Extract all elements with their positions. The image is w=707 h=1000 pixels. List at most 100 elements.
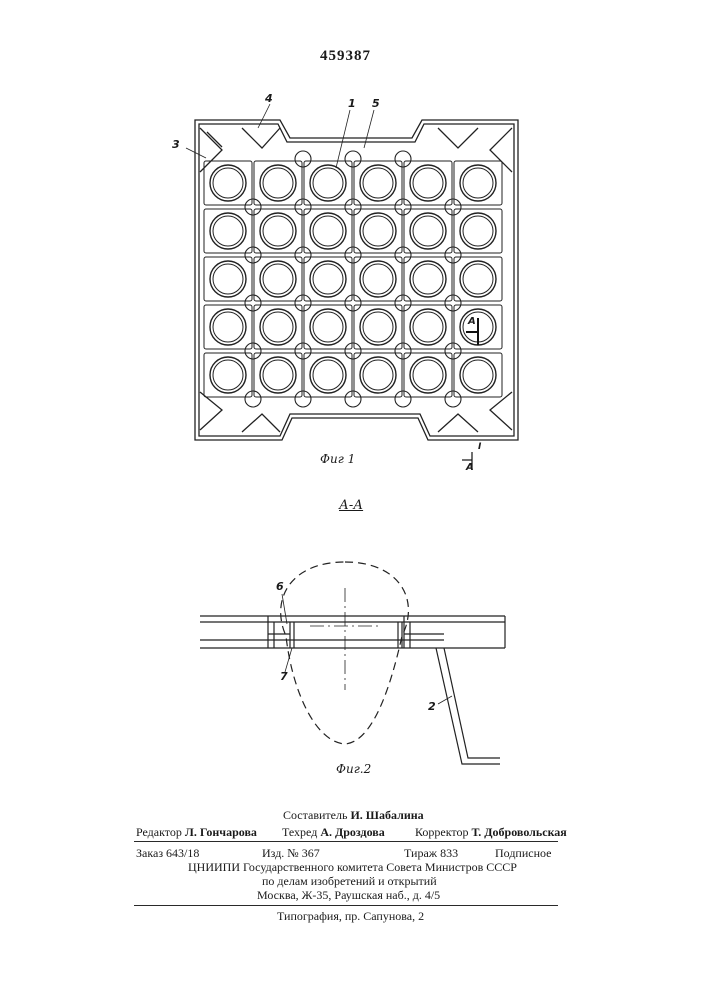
vent-hole — [295, 391, 311, 407]
vent-hole — [395, 343, 411, 359]
org-line-1: ЦНИИПИ Государственного комитета Совета … — [188, 860, 517, 875]
egg-hole-inner — [363, 216, 393, 246]
vent-hole — [295, 247, 311, 263]
vent-hole — [395, 151, 411, 167]
vent-hole — [245, 199, 261, 215]
egg-hole-inner — [263, 216, 293, 246]
egg-hole-inner — [463, 168, 493, 198]
egg-hole-inner — [413, 312, 443, 342]
vent-hole — [345, 151, 361, 167]
label-1: 1 — [348, 97, 356, 110]
cell-grid — [204, 151, 502, 407]
egg-hole-outer — [210, 165, 246, 201]
egg-hole-inner — [213, 168, 243, 198]
org-line-2: по делам изобретений и открытий — [262, 874, 437, 889]
vent-hole — [395, 295, 411, 311]
egg-hole-outer — [410, 165, 446, 201]
edition-number: Изд. № 367 — [262, 846, 320, 861]
leader-1 — [336, 110, 350, 168]
corner-chevron-bl — [200, 392, 280, 432]
egg-hole-outer — [460, 357, 496, 393]
egg-hole-outer — [260, 309, 296, 345]
editor-name: Л. Гончарова — [185, 825, 257, 839]
egg-hole-outer — [360, 165, 396, 201]
vent-hole — [445, 295, 461, 311]
vent-hole — [345, 199, 361, 215]
footer-divider-bottom — [134, 905, 558, 906]
egg-hole-inner — [263, 360, 293, 390]
vent-hole — [295, 151, 311, 167]
vent-hole — [245, 247, 261, 263]
egg-hole-inner — [363, 168, 393, 198]
egg-hole-inner — [463, 360, 493, 390]
printer-line: Типография, пр. Сапунова, 2 — [277, 909, 424, 924]
egg-hole-inner — [213, 216, 243, 246]
egg-hole-outer — [310, 213, 346, 249]
vent-hole — [295, 199, 311, 215]
egg-hole-inner — [213, 360, 243, 390]
egg-hole-outer — [310, 261, 346, 297]
egg-hole-inner — [263, 168, 293, 198]
subscription-note: Подписное — [495, 846, 552, 861]
egg-hole-inner — [413, 360, 443, 390]
footer-divider — [134, 841, 558, 842]
techred-name: А. Дроздова — [320, 825, 384, 839]
vent-hole — [445, 247, 461, 263]
label-6: 6 — [276, 580, 284, 593]
vent-hole — [395, 199, 411, 215]
section-label-i: I — [478, 442, 481, 452]
egg-hole-outer — [260, 213, 296, 249]
egg-hole-outer — [310, 357, 346, 393]
techred-line: Техред А. Дроздова — [282, 825, 385, 840]
egg-hole-outer — [210, 309, 246, 345]
corrector-name: Т. Добровольская — [472, 825, 567, 839]
vent-hole — [345, 247, 361, 263]
figure-2-caption: Фиг.2 — [336, 762, 371, 776]
egg-hole-outer — [260, 357, 296, 393]
corner-chevron-br — [438, 392, 512, 432]
egg-hole-inner — [213, 264, 243, 294]
egg-hole-inner — [313, 216, 343, 246]
egg-hole-inner — [263, 312, 293, 342]
egg-hole-inner — [413, 264, 443, 294]
vent-hole — [345, 343, 361, 359]
compiler-line: Составитель И. Шабалина — [283, 808, 424, 823]
corner-chevron-tl — [200, 128, 280, 172]
egg-hole-outer — [360, 261, 396, 297]
vent-hole — [445, 199, 461, 215]
egg-hole-outer — [410, 357, 446, 393]
vent-hole — [345, 391, 361, 407]
egg-hole-outer — [260, 261, 296, 297]
vent-hole — [395, 391, 411, 407]
egg-hole-outer — [310, 165, 346, 201]
editor-line: Редактор Л. Гончарова — [136, 825, 257, 840]
section-label-a-bottom: A — [466, 462, 474, 473]
leader-6 — [282, 594, 287, 624]
egg-hole-inner — [363, 312, 393, 342]
vent-hole — [245, 391, 261, 407]
vent-hole — [345, 295, 361, 311]
leader-3 — [186, 148, 206, 158]
egg-hole-outer — [360, 309, 396, 345]
section-title: А-А — [339, 498, 363, 513]
vent-hole — [295, 295, 311, 311]
vent-hole — [245, 295, 261, 311]
egg-hole-outer — [410, 261, 446, 297]
egg-hole-inner — [363, 360, 393, 390]
egg-hole-outer — [460, 165, 496, 201]
vent-hole — [245, 343, 261, 359]
vent-hole — [395, 247, 411, 263]
print-run: Тираж 833 — [404, 846, 458, 861]
vent-hole — [445, 391, 461, 407]
egg-hole-outer — [460, 261, 496, 297]
egg-hole-inner — [413, 216, 443, 246]
compiler-label: Составитель — [283, 808, 347, 822]
egg-hole-inner — [413, 168, 443, 198]
egg-hole-outer — [310, 309, 346, 345]
egg-hole-outer — [210, 357, 246, 393]
egg-hole-outer — [410, 309, 446, 345]
section-label-a-top: A — [468, 316, 476, 327]
label-5: 5 — [372, 97, 380, 110]
label-3: 3 — [172, 138, 180, 151]
compiler-name: И. Шабалина — [350, 808, 423, 822]
